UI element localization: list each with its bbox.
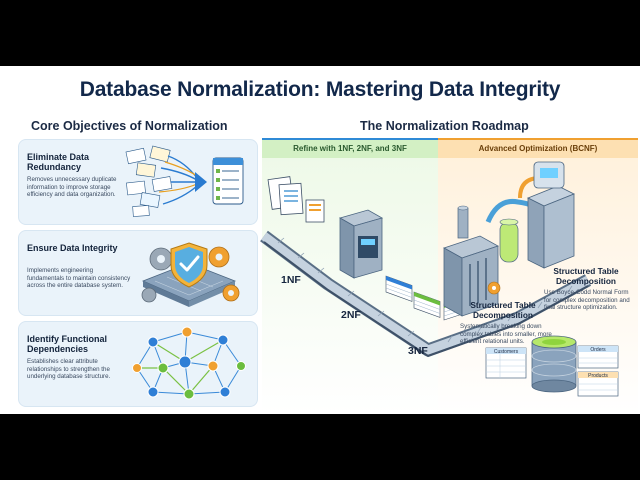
card-description: Removes unnecessary duplicate informatio… — [27, 176, 117, 199]
shield-gears-icon — [141, 242, 240, 307]
infographic-frame: Database Normalization: Mastering Data I… — [0, 66, 640, 414]
conveyor-belt — [260, 230, 592, 357]
page-title: Database Normalization: Mastering Data I… — [79, 78, 561, 101]
table-orders: Orders — [577, 345, 619, 369]
table-products-label: Products — [588, 373, 608, 379]
phase-refine-header: Refine with 1NF, 2NF, and 3NF — [262, 138, 438, 158]
card-functional-dependencies: Identify Functional Dependencies Establi… — [18, 321, 258, 407]
table-customers: Customers — [485, 347, 527, 379]
table-orders-label: Orders — [590, 347, 606, 353]
stage-2nf-label: 2NF — [341, 309, 361, 321]
card-description: Implements engineering fundamentals to m… — [27, 267, 131, 290]
2nf-machine — [338, 209, 384, 279]
bcnf-machine — [443, 161, 575, 317]
conveyor-diagram: Customers Orders Products — [260, 161, 619, 397]
database-cylinder — [531, 335, 577, 393]
card-ensure-integrity: Ensure Data Integrity Implements enginee… — [18, 230, 258, 316]
network-graph-icon — [132, 326, 246, 400]
scattered-records-icon — [125, 145, 244, 217]
phase-advanced-header: Advanced Optimization (BCNF) — [438, 138, 638, 158]
table-customers-label: Customers — [494, 349, 519, 355]
roadmap-heading: The Normalization Roadmap — [360, 119, 529, 133]
stage-3nf-label: 3NF — [408, 345, 428, 357]
stage-1nf-label: 1NF — [281, 274, 301, 286]
unnormalized-documents — [267, 176, 325, 223]
card-title: Ensure Data Integrity — [27, 243, 118, 253]
objectives-heading: Core Objectives of Normalization — [31, 119, 228, 133]
table-products: Products — [577, 371, 619, 397]
3nf-callout-title: Structured Table Decomposition — [470, 300, 536, 320]
bcnf-callout-title: Structured Table Decomposition — [553, 266, 619, 286]
bcnf-callout-description: Use Boyce-Codd Normal Form for complex d… — [544, 289, 630, 311]
3nf-callout-description: Systematically breaking down complex tab… — [460, 323, 552, 345]
card-description: Establishes clear attribute relationship… — [27, 358, 111, 381]
card-title: Eliminate Data Redundancy — [27, 152, 90, 172]
card-title: Identify Functional Dependencies — [27, 334, 107, 354]
card-eliminate-redundancy: Eliminate Data Redundancy Removes unnece… — [18, 139, 258, 225]
